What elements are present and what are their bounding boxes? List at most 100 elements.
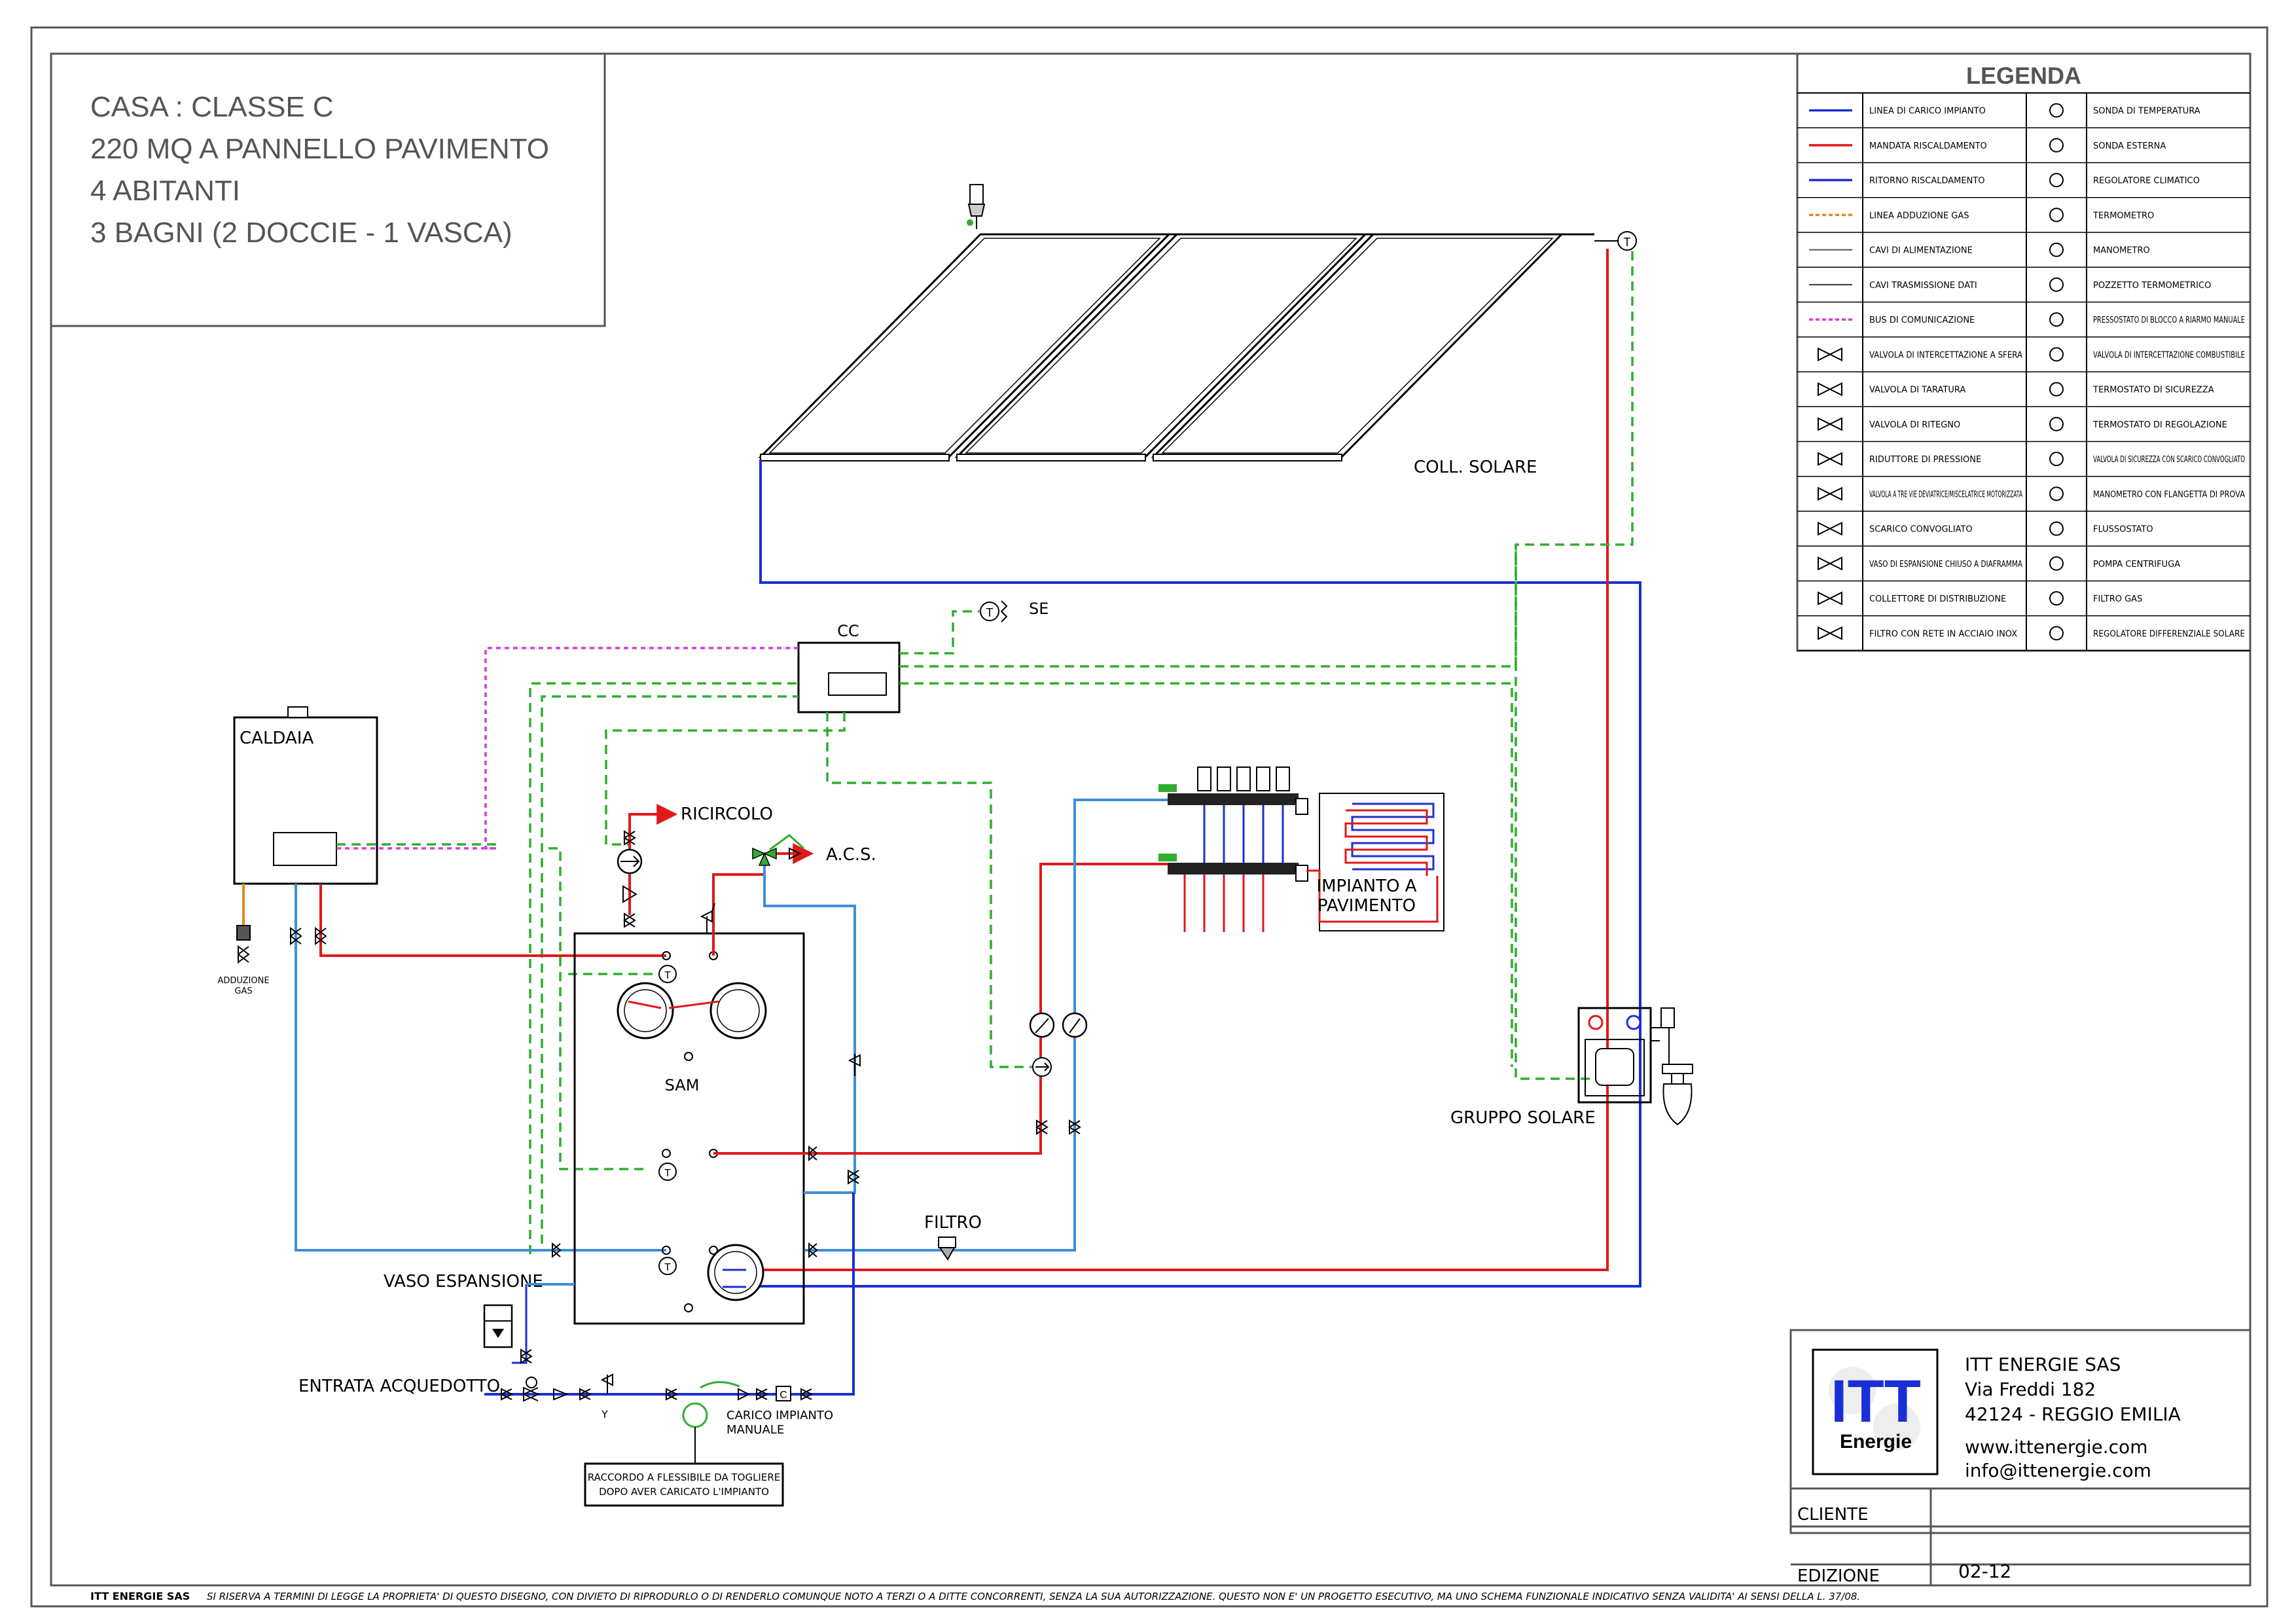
return-tank-valve-icon <box>808 1242 818 1259</box>
svg-text:T: T <box>986 606 994 619</box>
legend-left-label: BUS DI COMUNICAZIONE <box>1869 316 1975 325</box>
legend-symbol-icon <box>2049 277 2064 292</box>
legend-right-label: TERMOSTATO DI REGOLAZIONE <box>2092 420 2227 430</box>
inlet-safety-valve-icon <box>600 1373 613 1394</box>
label-filtro: FILTRO <box>924 1213 982 1233</box>
inlet-check-valve-icon <box>553 1388 569 1401</box>
legend-left-label: FILTRO CON RETE IN ACCIAIO INOX <box>1869 629 2017 639</box>
legend-title: LEGENDA <box>1966 62 2081 89</box>
legend-symbol-icon <box>1818 522 1842 536</box>
legend-right-label: REGOLATORE CLIMATICO <box>2093 176 2200 186</box>
solar-panel-2 <box>954 233 1368 461</box>
thermometer-icon <box>1062 1012 1088 1038</box>
legend-left-label: LINEA DI CARICO IMPIANTO <box>1869 107 1986 117</box>
solar-group-box <box>1577 1007 1652 1104</box>
legend-right-label: POMPA CENTRIFUGA <box>2093 560 2180 569</box>
bus-boiler-cc <box>484 647 798 850</box>
legend-left-label: CAVI DI ALIMENTAZIONE <box>1869 246 1973 256</box>
legend-symbol-icon <box>2049 208 2064 223</box>
company-frame <box>1789 1329 2251 1534</box>
pipe-boiler-flow <box>319 884 666 957</box>
pipe-ricircolo <box>628 804 678 915</box>
cable-se <box>899 610 980 655</box>
air-vent-icon <box>967 184 986 229</box>
expansion-vessel: VASO ESPANSIONE <box>384 1272 543 1348</box>
legend-right-label: TERMOSTATO DI SICUREZZA <box>2092 386 2214 395</box>
expansion-valve-icon <box>520 1348 533 1364</box>
pipe-solar-return <box>746 460 1641 1288</box>
legend-right-label: MANOMETRO <box>2093 246 2150 256</box>
label-acs: A.C.S. <box>826 845 876 865</box>
boiler-valve-flow-icon <box>314 927 327 945</box>
distribution-manifold-bottom <box>1158 854 1308 882</box>
tank-coil-left <box>617 982 674 1039</box>
footer-disclaimer: ITT ENERGIE SAS SI RISERVA A TERMINI DI … <box>90 1590 1860 1602</box>
legend-symbol-icon <box>2049 416 2064 431</box>
label-entrata-acquedotto: ENTRATA ACQUEDOTTO <box>298 1377 500 1396</box>
legend-symbol-icon <box>1818 382 1842 397</box>
floor-heating-coil: IMPIANTO A PAVIMENTO <box>1306 793 1444 931</box>
svg-text:T: T <box>664 1168 671 1179</box>
pipe-boiler-return <box>295 884 666 1252</box>
company-city: 42124 - REGGIO EMILIA <box>1965 1403 2181 1425</box>
legend-symbol-icon <box>1818 452 1842 466</box>
charge-meter-icon <box>776 1386 791 1401</box>
legend-right-label: VALVOLA DI INTERCETTAZIONE COMBUSTIBILE <box>2093 350 2245 360</box>
title-block: CASA : CLASSE C 220 MQ A PANNELLO PAVIME… <box>50 52 606 327</box>
title-line-4: 3 BAGNI (2 DOCCIE - 1 VASCA) <box>90 217 512 249</box>
cable-cc-solar <box>899 545 1517 668</box>
legend-symbol-icon <box>2049 347 2064 362</box>
tank-valve-icon <box>623 912 636 928</box>
cable-cc-recirc <box>605 712 846 846</box>
label-gruppo-solare: GRUPPO SOLARE <box>1450 1108 1596 1128</box>
label-adduzione-gas-1: ADDUZIONE <box>217 976 269 986</box>
cable-cc-gruppo <box>899 682 1513 1067</box>
sam-storage-tank: SAM T T T <box>573 932 805 1325</box>
logo-subtitle: Energie <box>1840 1431 1912 1453</box>
label-coll-solare: COLL. SOLARE <box>1414 458 1537 477</box>
cc-box <box>797 641 901 713</box>
label-se: SE <box>1029 600 1049 618</box>
solar-return-gauge-icon <box>1626 1015 1641 1030</box>
heating-valve-icon <box>808 1145 818 1162</box>
label-ricircolo: RICIRCOLO <box>681 804 773 824</box>
title-line-1: CASA : CLASSE C <box>90 91 334 123</box>
legend-left-label: RITORNO RISCALDAMENTO <box>1869 176 1985 186</box>
title-line-3: 4 ABITANTI <box>90 175 240 207</box>
company-email: info@ittenergie.com <box>1965 1460 2151 1481</box>
manifold-valve-flow-icon <box>1035 1119 1049 1135</box>
tank-probe-mid-icon <box>658 1163 677 1181</box>
distribution-manifold-top <box>1158 767 1308 815</box>
legend-symbol-icon <box>2049 521 2064 536</box>
legend-symbol-icon <box>2049 626 2064 641</box>
legend-symbol-icon <box>1818 626 1842 640</box>
client-label: CLIENTE <box>1797 1505 1869 1525</box>
legend-right-label: SONDA ESTERNA <box>2093 141 2166 151</box>
legend-left-label: MANDATA RISCALDAMENTO <box>1869 141 1987 151</box>
legend-left-label: VALVOLA DI INTERCETTAZIONE A SFERA <box>1869 350 2022 360</box>
mixing-valve-icon <box>752 847 777 866</box>
inlet-valve-2-icon <box>578 1388 592 1401</box>
charge-valve-2-icon <box>799 1388 814 1401</box>
legend-left-label: RIDUTTORE DI PRESSIONE <box>1869 455 1981 465</box>
cable-solar-probe <box>1515 251 1634 1080</box>
legend-right-label: TERMOMETRO <box>2092 211 2154 221</box>
legend-symbol-icon <box>2049 382 2064 397</box>
boiler-caldaia: CALDAIA <box>233 706 378 885</box>
edition-value: 02-12 <box>1958 1561 2011 1582</box>
pipe-solar-flow <box>746 249 1609 1271</box>
drain-label: Y <box>601 1408 608 1420</box>
water-filter-icon <box>938 1236 956 1261</box>
svg-text:T: T <box>1624 236 1631 249</box>
legend-symbol-icon <box>1818 591 1842 605</box>
boiler-valve-return-icon <box>289 927 302 945</box>
tank-drain-valve-icon <box>847 1169 860 1185</box>
tank-coil-right <box>709 982 767 1039</box>
boiler-display <box>273 832 337 866</box>
label-adduzione-gas-2: GAS <box>234 986 252 996</box>
label-vaso-espansione: VASO ESPANSIONE <box>384 1272 543 1291</box>
logo-text: ITT <box>1831 1368 1921 1435</box>
